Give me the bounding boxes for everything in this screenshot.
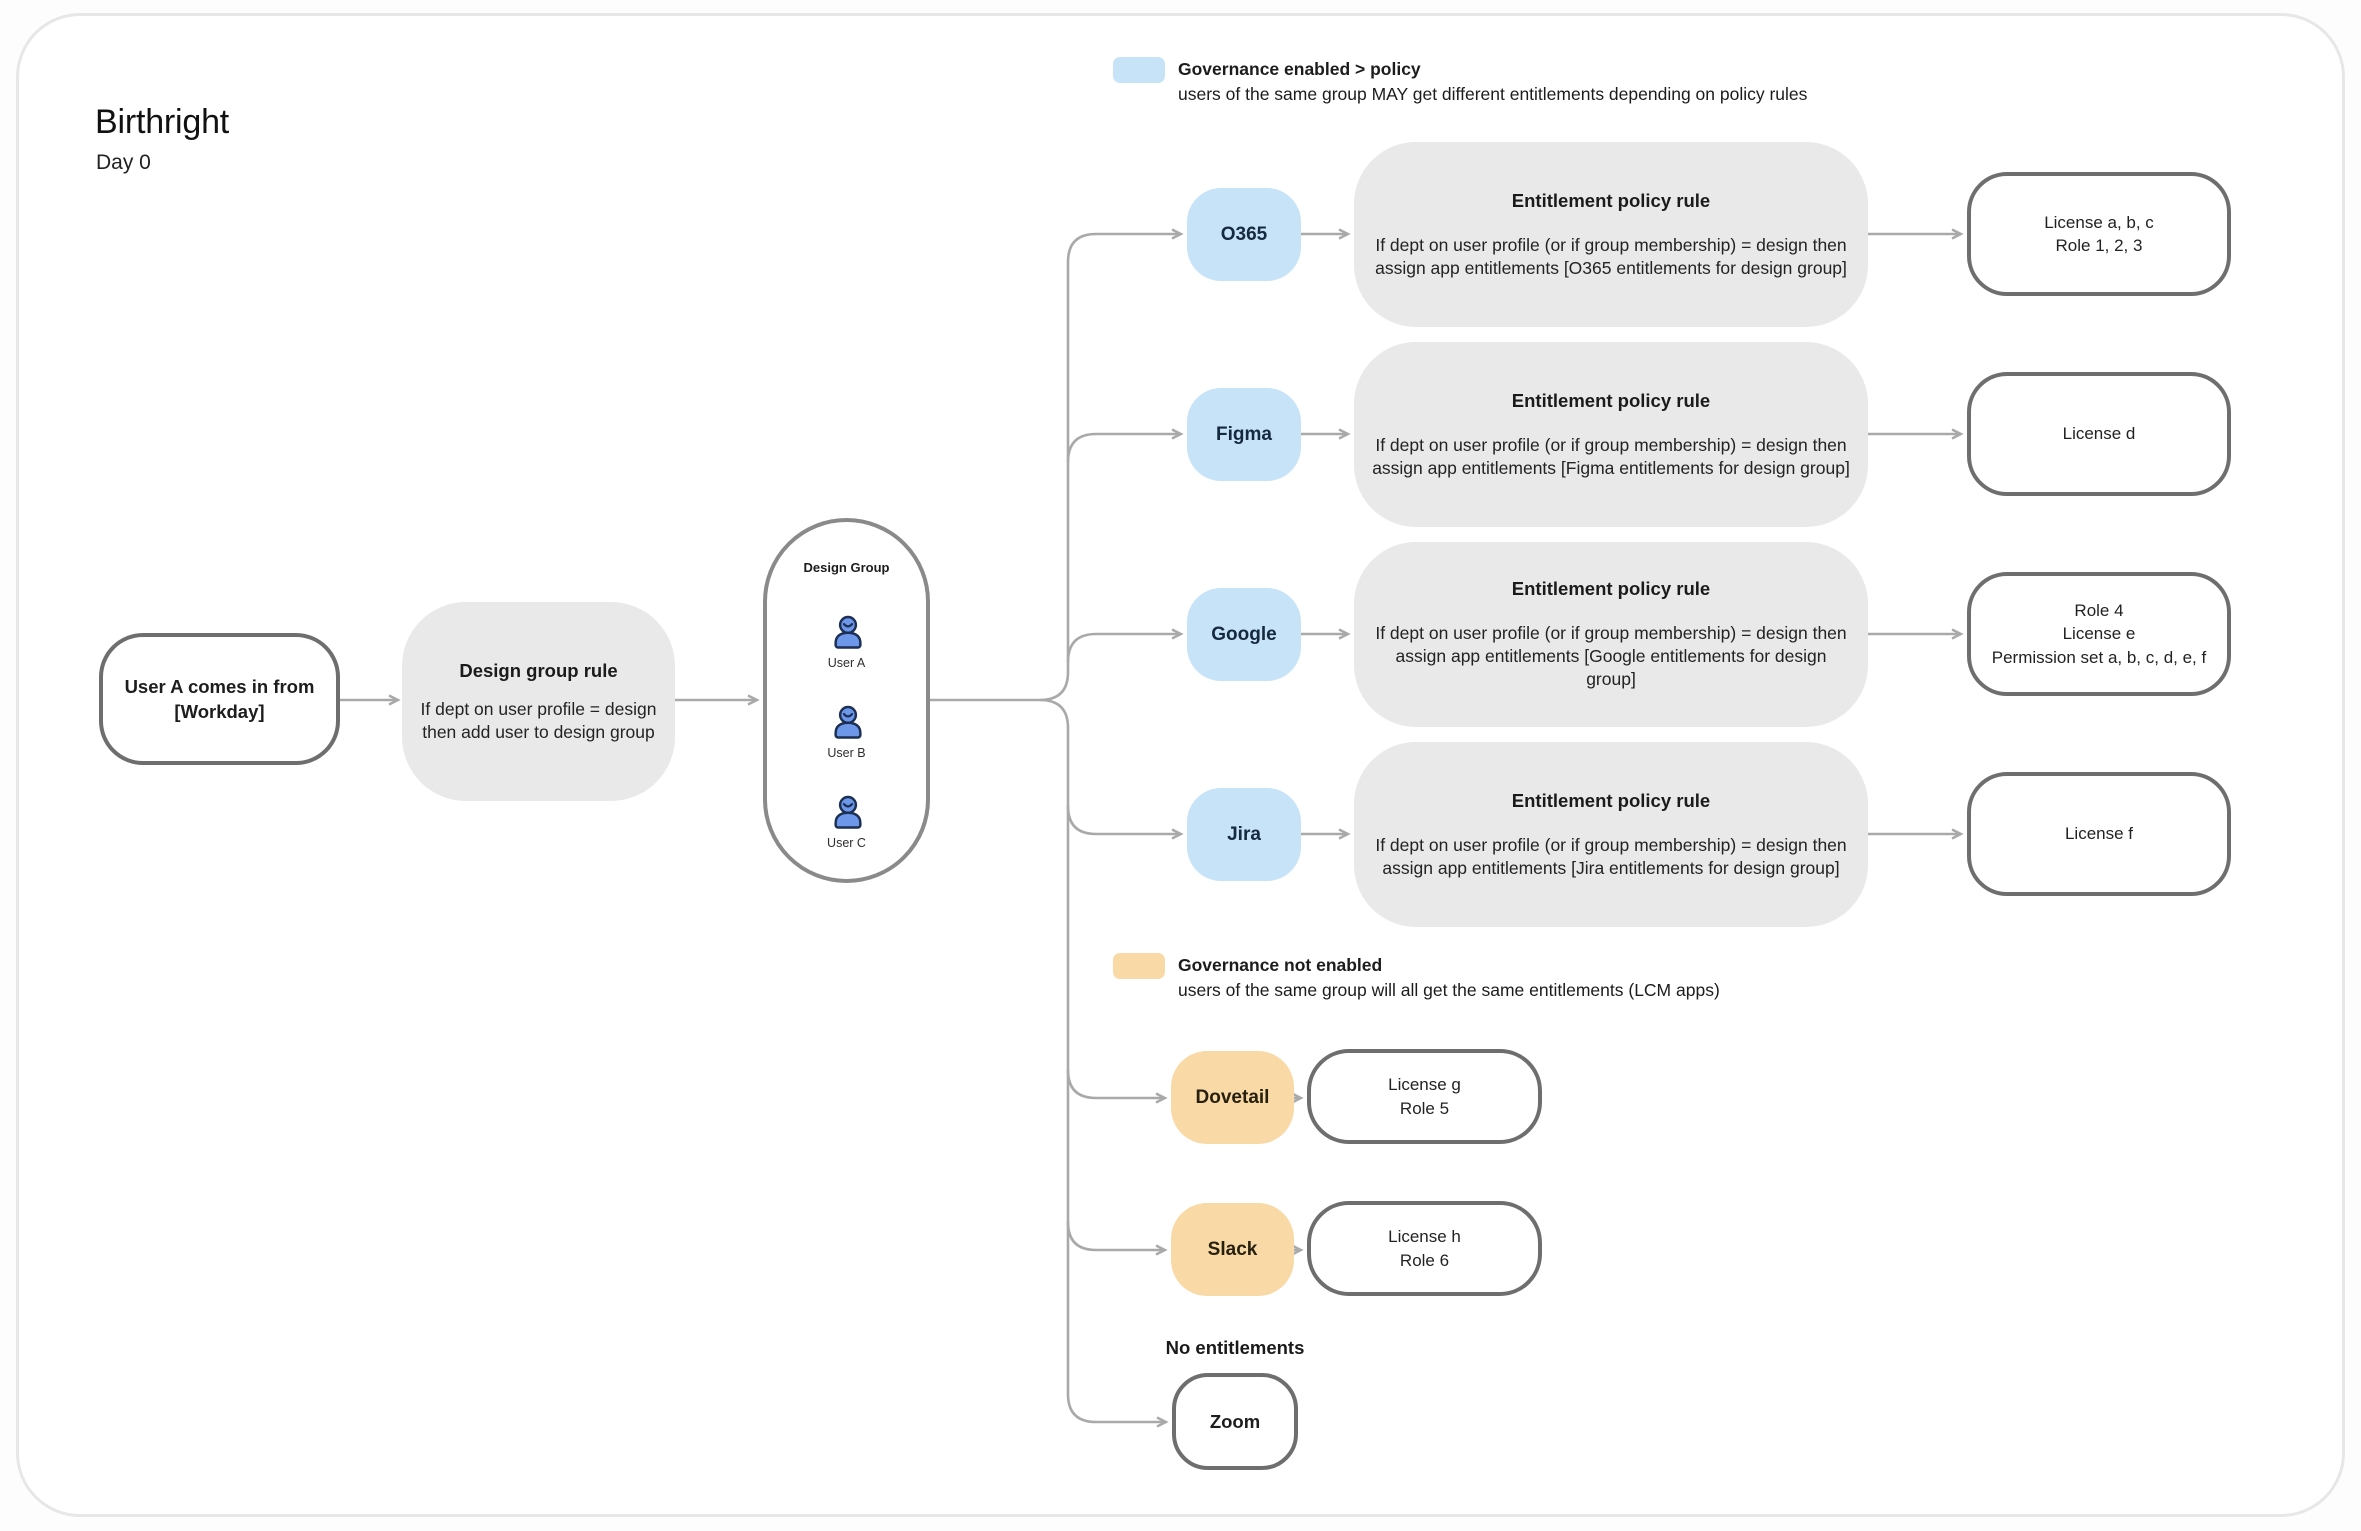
policy-o365-title: Entitlement policy rule — [1511, 189, 1711, 211]
app-google-label: Google — [1211, 623, 1277, 645]
node-app-google[interactable]: Google — [1187, 588, 1301, 681]
node-app-o365[interactable]: O365 — [1187, 188, 1301, 281]
node-outcome-dovetail[interactable]: License g Role 5 — [1307, 1049, 1542, 1144]
node-outcome-figma[interactable]: License d — [1967, 372, 2231, 496]
policy-figma-title: Entitlement policy rule — [1511, 389, 1711, 411]
outcome-jira-line1: License f — [2064, 824, 2134, 844]
outcome-o365-line2: Role 1, 2, 3 — [2055, 236, 2143, 255]
policy-jira-title: Entitlement policy rule — [1511, 789, 1711, 811]
node-app-zoom[interactable]: Zoom — [1172, 1373, 1298, 1470]
legend-governed-heading: Governance enabled > policy — [1178, 59, 1421, 79]
node-app-figma[interactable]: Figma — [1187, 388, 1301, 481]
node-design-group-rule[interactable]: Design group rule If dept on user profil… — [402, 602, 675, 801]
app-slack-label: Slack — [1207, 1238, 1258, 1260]
user-c-icon — [829, 794, 867, 832]
node-outcome-slack[interactable]: License h Role 6 — [1307, 1201, 1542, 1296]
node-outcome-jira[interactable]: License f — [1967, 772, 2231, 896]
legend-ungoverned-swatch — [1113, 953, 1165, 979]
policy-o365-body: If dept on user profile (or if group mem… — [1375, 234, 1847, 278]
outcome-o365-line1: License a, b, c — [2044, 212, 2154, 232]
node-policy-google[interactable]: Entitlement policy rule If dept on user … — [1354, 542, 1868, 727]
policy-google-body: If dept on user profile (or if group mem… — [1375, 623, 1847, 689]
user-c-label: User C — [827, 836, 866, 850]
app-o365-label: O365 — [1220, 223, 1268, 245]
design-group-title: Design Group — [803, 560, 890, 575]
outcome-slack-line2: Role 6 — [1399, 1250, 1450, 1270]
policy-google-title: Entitlement policy rule — [1511, 578, 1711, 599]
outcome-dovetail-line1: License g — [1388, 1075, 1461, 1094]
outcome-figma-line1: License d — [2062, 424, 2136, 444]
app-dovetail-label: Dovetail — [1195, 1086, 1270, 1108]
node-app-jira[interactable]: Jira — [1187, 788, 1301, 881]
source-line1: User A comes in from — [124, 676, 315, 697]
user-b-icon — [829, 704, 867, 742]
user-a-label: User A — [827, 656, 866, 670]
user-a-icon — [829, 614, 867, 652]
group-rule-body2: then add user to design group — [422, 721, 655, 742]
node-outcome-google[interactable]: Role 4 License e Permission set a, b, c,… — [1967, 572, 2231, 696]
outcome-google-line3: Permission set a, b, c, d, e, f — [1991, 647, 2207, 667]
legend-ungoverned-description: users of the same group will all get the… — [1178, 980, 1720, 1000]
user-b-label: User B — [827, 746, 866, 760]
outcome-google-line1: Role 4 — [2074, 600, 2124, 620]
node-app-slack[interactable]: Slack — [1171, 1203, 1294, 1296]
node-policy-figma[interactable]: Entitlement policy rule If dept on user … — [1354, 342, 1868, 527]
group-rule-title: Design group rule — [459, 659, 618, 681]
app-figma-label: Figma — [1216, 423, 1272, 445]
legend-governed-swatch — [1113, 57, 1165, 83]
outcome-google-line2: License e — [2062, 624, 2136, 644]
outcome-dovetail-line2: Role 5 — [1399, 1098, 1450, 1118]
legend-ungoverned-heading: Governance not enabled — [1178, 955, 1383, 975]
page-title: Birthright — [95, 103, 230, 141]
outcome-slack-line1: License h — [1388, 1227, 1461, 1246]
node-policy-o365[interactable]: Entitlement policy rule If dept on user … — [1354, 142, 1868, 327]
policy-figma-body: If dept on user profile (or if group mem… — [1372, 434, 1850, 478]
policy-jira-body: If dept on user profile (or if group mem… — [1375, 834, 1847, 878]
node-policy-jira[interactable]: Entitlement policy rule If dept on user … — [1354, 742, 1868, 927]
node-design-group-container[interactable]: Design Group User A User B User C — [763, 518, 930, 883]
app-jira-label: Jira — [1227, 823, 1261, 845]
node-app-dovetail[interactable]: Dovetail — [1171, 1051, 1294, 1144]
app-zoom-label: Zoom — [1209, 1411, 1261, 1432]
node-outcome-o365[interactable]: License a, b, c Role 1, 2, 3 — [1967, 172, 2231, 296]
source-line2: [Workday] — [174, 701, 265, 722]
node-source-user[interactable]: User A comes in from [Workday] — [99, 633, 340, 765]
group-rule-body1: If dept on user profile = design — [420, 698, 657, 719]
no-entitlements-label: No entitlements — [1165, 1337, 1305, 1358]
page-subtitle: Day 0 — [96, 151, 151, 174]
legend-governed-description: users of the same group MAY get differen… — [1178, 84, 1808, 104]
